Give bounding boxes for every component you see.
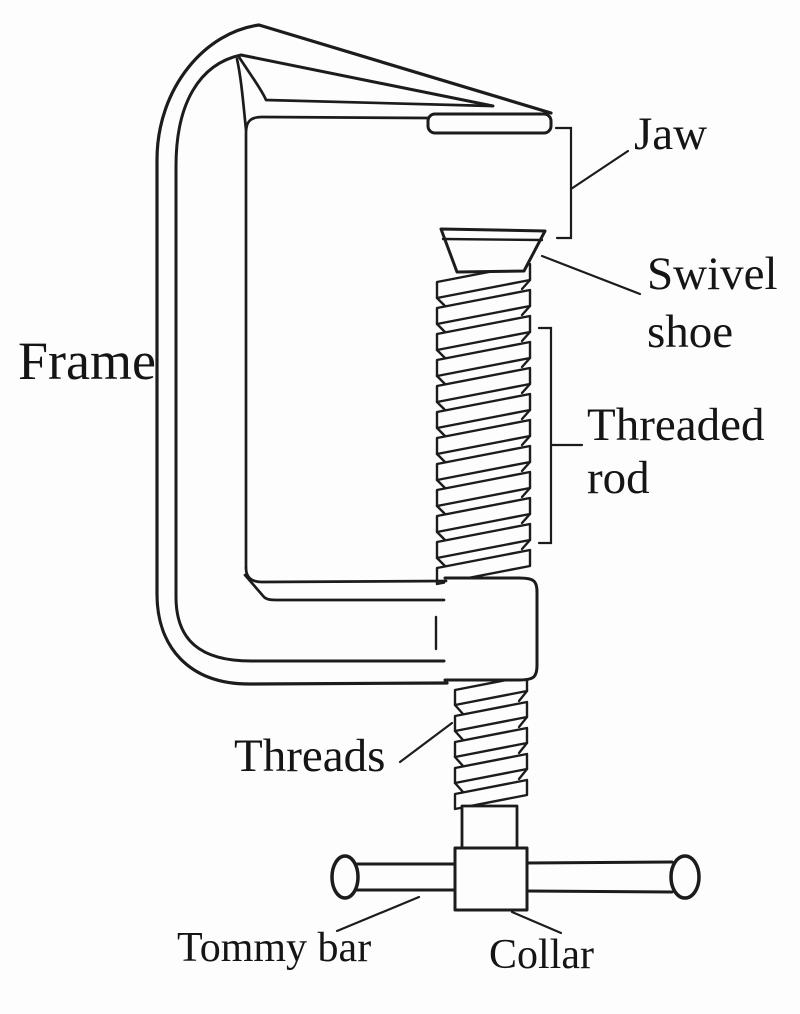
frame-outer-outline <box>155 23 553 686</box>
thread-root-notch <box>453 729 465 742</box>
thread-root-notch <box>520 538 532 551</box>
thread-root-notch <box>435 504 447 516</box>
tommy-bar-leader-line <box>335 895 421 933</box>
thread-root-notch <box>517 715 529 729</box>
thread-band <box>453 752 529 785</box>
thread-root-notch <box>435 374 447 386</box>
frame-nose-boss <box>443 576 539 682</box>
thread-root-notch <box>520 356 532 369</box>
thread-root-notch <box>435 452 447 464</box>
thread-root-notch <box>520 304 532 317</box>
thread-root-notch <box>453 703 465 716</box>
thread-band <box>453 700 529 733</box>
jaw-leader-line <box>569 149 630 191</box>
thread-root-notch <box>517 767 529 781</box>
tommy-bar-left-ball <box>330 854 360 900</box>
label-threaded-rod-line1: Threaded <box>587 399 765 451</box>
thread-root-notch <box>520 408 532 421</box>
thread-band <box>435 548 532 586</box>
thread-root-notch <box>520 486 532 499</box>
tommy-bar-right-ball <box>669 854 701 900</box>
thread-root-notch <box>435 348 447 360</box>
thread-root-notch <box>435 530 447 542</box>
thread-root-notch <box>520 460 532 473</box>
frame-web-top-panel-edge <box>237 55 494 108</box>
swivel-shoe-rim-line <box>441 237 544 242</box>
jaw-bracket <box>554 126 573 240</box>
thread-root-notch <box>435 478 447 490</box>
thread-root-notch <box>435 400 447 412</box>
thread-root-notch <box>517 689 529 703</box>
label-threads: Threads <box>234 730 386 782</box>
label-jaw: Jaw <box>634 108 708 160</box>
threaded-rod-bracket <box>537 326 553 545</box>
thread-band <box>453 726 529 759</box>
jaw-pad-shape <box>426 112 553 135</box>
thread-root-notch <box>520 278 532 291</box>
frame-web-top-junction <box>235 57 248 132</box>
thread-root-notch <box>453 781 465 794</box>
thread-root-notch <box>435 322 447 334</box>
thread-root-notch <box>520 512 532 525</box>
thread-root-notch <box>520 382 532 395</box>
label-tommy-bar: Tommy bar <box>177 925 372 971</box>
collar-shape <box>453 846 529 912</box>
threads-leader-line <box>398 721 454 764</box>
frame-web-edge <box>244 115 430 570</box>
collar-leader-line <box>510 910 563 935</box>
thread-root-notch <box>453 755 465 768</box>
label-swivel-shoe-line1: Swivel <box>647 248 778 300</box>
frame-lower-arm-top-edge <box>244 566 448 584</box>
annotations <box>335 126 642 935</box>
label-threaded-rod: Threaded rod <box>587 399 764 505</box>
screw-shank <box>460 804 519 852</box>
tommy-bar-shaft <box>351 860 674 894</box>
frame-lower-arm-web-edge <box>243 573 446 602</box>
label-swivel-shoe: Swivel shoe <box>647 245 778 361</box>
swivel-shoe-leader-line <box>540 254 642 296</box>
frame-inner-flange-line <box>174 53 495 663</box>
threaded-rod-upper-section <box>435 262 532 586</box>
thread-band <box>453 778 529 811</box>
label-collar: Collar <box>489 932 594 978</box>
thread-root-notch <box>517 741 529 755</box>
thread-root-notch <box>520 330 532 343</box>
thread-root-notch <box>435 296 447 308</box>
thread-root-notch <box>520 434 532 447</box>
thread-root-notch <box>435 426 447 438</box>
label-frame: Frame <box>18 331 156 391</box>
thread-root-notch <box>435 556 447 568</box>
label-swivel-shoe-line2: shoe <box>647 306 734 358</box>
label-threaded-rod-line2: rod <box>587 452 650 504</box>
threaded-rod-lower-section <box>453 674 529 811</box>
